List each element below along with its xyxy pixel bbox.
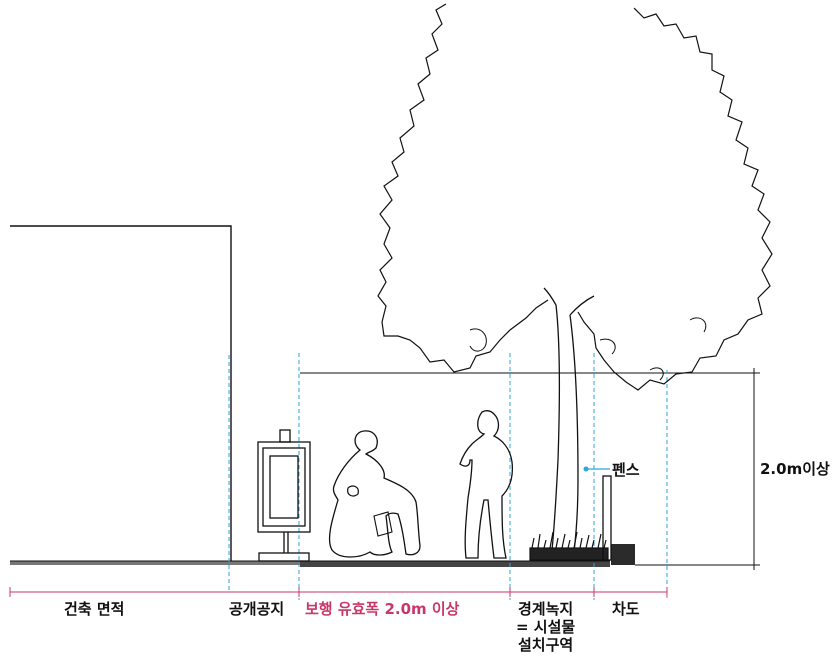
standing-person-icon [459,410,514,559]
zone-walkway-label: 보행 유효폭 2.0m 이상 [305,600,460,618]
seated-person-hand [347,485,359,497]
seated-person-icon [328,430,421,558]
tree-canopy-inner [469,317,707,381]
height-label: 2.0m이상 [760,460,830,478]
building-outline [10,225,232,562]
signboard-icon [257,429,311,562]
zone-buffer-green-line3: 설치구역 [518,636,574,654]
tree-trunk [543,287,595,553]
zone-building-label: 건축 면적 [64,600,125,618]
zone-buffer-green-label: 경계녹지 = 시설물 설치구역 [516,600,575,654]
fence-label: 펜스 [612,461,640,479]
fence-icon [602,475,612,561]
zone-roadway-label: 차도 [612,600,640,618]
zone-buffer-green-line2: = 시설물 [516,618,576,636]
fence-leader-dot [583,466,589,472]
ground-walkway [300,561,610,567]
zone-open-space-label: 공개공지 [229,600,285,618]
tree-canopy [377,3,773,391]
buffer-grass [529,531,609,561]
seated-person-book [373,511,393,537]
ground-building [10,561,310,565]
zone-buffer-green-line1: 경계녹지 [518,600,574,618]
curb [611,544,635,565]
